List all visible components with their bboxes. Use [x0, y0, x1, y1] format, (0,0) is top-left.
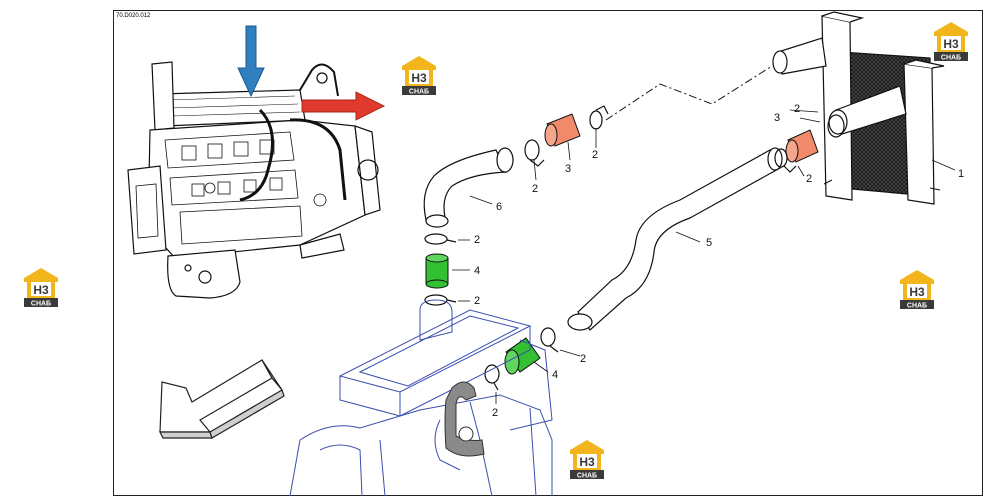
- svg-text:CHAБ: CHAБ: [941, 55, 961, 62]
- drawing-code: 70.D020.012: [116, 13, 151, 19]
- callout-2-clamp-vertical-lower: 2: [474, 295, 480, 307]
- intercooler: [772, 11, 945, 205]
- callout-3-lower: 3: [774, 112, 780, 124]
- svg-text:H3: H3: [943, 37, 959, 51]
- svg-text:H3: H3: [579, 455, 595, 469]
- callout-4-upper: 4: [474, 265, 480, 277]
- callout-2-clamp-lower-left: 2: [492, 407, 498, 419]
- callout-1: 1: [958, 168, 964, 180]
- callout-6: 6: [496, 201, 502, 213]
- svg-text:CHAБ: CHAБ: [31, 301, 51, 308]
- callout-2-clamp-vertical-upper: 2: [474, 234, 480, 246]
- pipe-5: [567, 147, 783, 331]
- hose-3-upper: [544, 113, 581, 147]
- callout-2-clamp-pipe6: 2: [532, 183, 538, 195]
- callouts: 1 2 2 2 2 2 2 2 2 3 3 4 4 5 6: [474, 103, 964, 419]
- block-outlet-elbow: [444, 381, 485, 457]
- inlet-arrow-icon: [237, 25, 265, 98]
- outlet-arrow-icon: [301, 91, 386, 121]
- pipe-6: [423, 147, 514, 228]
- drawing-frame: [113, 10, 983, 496]
- engine-assembly: [127, 61, 381, 299]
- watermark-top-text: H3: [411, 71, 427, 85]
- callout-3-upper: 3: [565, 163, 571, 175]
- callout-2-clamp-upper: 2: [592, 149, 598, 161]
- watermark-logo-icon: H3 CHAБ: [24, 268, 58, 308]
- svg-text:CHAБ: CHAБ: [577, 473, 597, 480]
- callout-2-clamp-pipe5: 2: [806, 173, 812, 185]
- watermark-logo-icon: H3 CHAБ: [934, 22, 968, 62]
- watermark-logo-icon: H3 CHAБ: [570, 440, 604, 480]
- svg-text:H3: H3: [909, 285, 925, 299]
- hose-4-lower: [504, 337, 541, 375]
- watermark-logo-icon: H3 CHAБ: [402, 56, 436, 96]
- engine-block-outline: [289, 299, 553, 497]
- callout-5: 5: [706, 237, 712, 249]
- callout-2-clamp-lower-right: 2: [580, 353, 586, 365]
- watermark-bottom-text: CHAБ: [409, 89, 429, 96]
- callout-4-lower: 4: [552, 369, 558, 381]
- leader-lines: [452, 109, 821, 404]
- hose-4-upper: [425, 253, 449, 289]
- svg-text:H3: H3: [33, 283, 49, 297]
- direction-arrow-icon: [159, 359, 285, 439]
- watermark-logo-icon: H3 CHAБ: [900, 270, 934, 310]
- callout-2-clamp-intercooler: 2: [794, 103, 800, 115]
- hose-3-lower: [785, 129, 819, 163]
- svg-text:CHAБ: CHAБ: [907, 303, 927, 310]
